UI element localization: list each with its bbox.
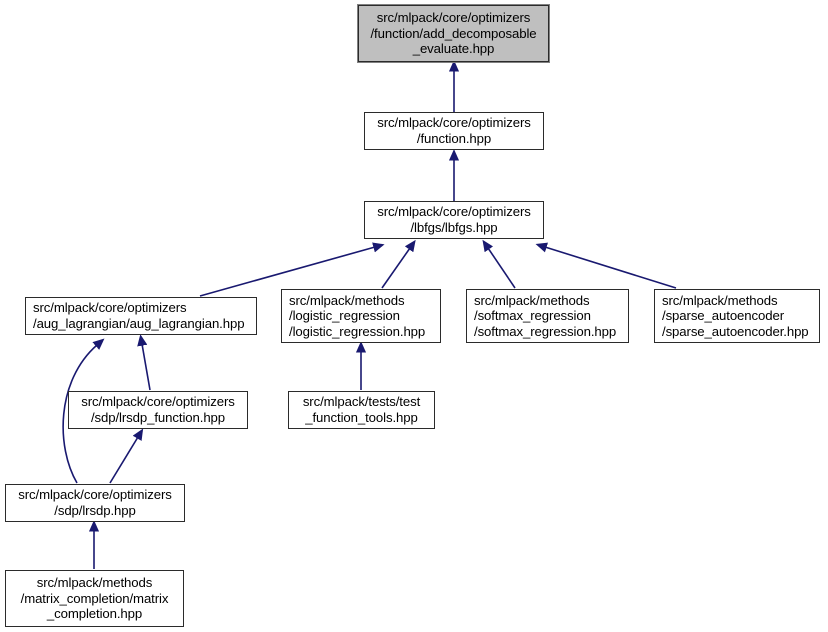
node-label-line: /sparse_autoencoder.hpp bbox=[662, 323, 809, 339]
node-label-line: /function/add_decomposable bbox=[370, 25, 537, 41]
edge-lrsdp-to-aug-lagrangian bbox=[62, 338, 105, 484]
node-label-line: src/mlpack/core/optimizers bbox=[18, 487, 172, 503]
node-label-line: _completion.hpp bbox=[46, 606, 143, 622]
node-label-line: src/mlpack/core/optimizers bbox=[377, 204, 531, 220]
node-label-line: src/mlpack/tests/test bbox=[302, 394, 421, 410]
node-label-line: /sparse_autoencoder bbox=[662, 308, 785, 324]
node-label-line: /logistic_regression.hpp bbox=[289, 323, 426, 339]
function-node[interactable]: src/mlpack/core/optimizers/function.hpp bbox=[364, 112, 544, 150]
edge-lrsdp-function-to-aug-lagrangian bbox=[137, 334, 151, 391]
logistic-regression-node[interactable]: src/mlpack/methods/logistic_regression/l… bbox=[281, 289, 441, 343]
node-label-line: /lbfgs/lbfgs.hpp bbox=[410, 220, 498, 235]
node-label-line: /softmax_regression.hpp bbox=[474, 323, 617, 339]
node-label-line: src/mlpack/core/optimizers bbox=[81, 394, 235, 410]
node-label-line: /matrix_completion/matrix bbox=[20, 590, 169, 606]
test-function-tools-node[interactable]: src/mlpack/tests/test_function_tools.hpp bbox=[288, 391, 435, 429]
node-label-line: /sdp/lrsdp.hpp bbox=[54, 503, 136, 518]
node-label-line: /function.hpp bbox=[416, 131, 492, 146]
node-label-line: src/mlpack/core/optimizers bbox=[377, 115, 531, 131]
node-label-line: src/mlpack/core/optimizers bbox=[33, 300, 187, 316]
node-label-line: src/mlpack/methods bbox=[662, 292, 778, 308]
edge-aug-lagrangian-to-lbfgs bbox=[199, 242, 385, 297]
edge-sparse-autoencoder-to-lbfgs bbox=[535, 242, 677, 289]
node-label-line: src/mlpack/methods bbox=[289, 292, 405, 308]
edge-softmax-regression-to-lbfgs bbox=[482, 239, 516, 289]
node-label-line: /logistic_regression bbox=[289, 308, 400, 324]
node-label-line: /sdp/lrsdp_function.hpp bbox=[90, 410, 226, 425]
node-label-line: _evaluate.hpp bbox=[412, 41, 495, 57]
lbfgs-node[interactable]: src/mlpack/core/optimizers/lbfgs/lbfgs.h… bbox=[364, 201, 544, 239]
softmax-regression-node[interactable]: src/mlpack/methods/softmax_regression/so… bbox=[466, 289, 629, 343]
edge-lrsdp-to-lrsdp-function bbox=[109, 428, 144, 484]
lrsdp-function-node[interactable]: src/mlpack/core/optimizers/sdp/lrsdp_fun… bbox=[68, 391, 248, 429]
add-decomposable-evaluate-node[interactable]: src/mlpack/core/optimizers/function/add_… bbox=[357, 4, 550, 63]
aug-lagrangian-node[interactable]: src/mlpack/core/optimizers/aug_lagrangia… bbox=[25, 297, 257, 335]
matrix-completion-node[interactable]: src/mlpack/methods/matrix_completion/mat… bbox=[5, 570, 184, 627]
sparse-autoencoder-node[interactable]: src/mlpack/methods/sparse_autoencoder/sp… bbox=[654, 289, 820, 343]
node-label-line: /softmax_regression bbox=[474, 308, 591, 324]
node-label-line: src/mlpack/core/optimizers bbox=[376, 10, 531, 26]
node-label-line: _function_tools.hpp bbox=[305, 410, 418, 425]
lrsdp-node[interactable]: src/mlpack/core/optimizers/sdp/lrsdp.hpp bbox=[5, 484, 185, 522]
node-label-line: src/mlpack/methods bbox=[474, 292, 590, 308]
node-label-line: src/mlpack/methods bbox=[36, 575, 153, 591]
edge-logistic-regression-to-lbfgs bbox=[381, 239, 416, 289]
node-label-line: /aug_lagrangian/aug_lagrangian.hpp bbox=[33, 316, 245, 331]
